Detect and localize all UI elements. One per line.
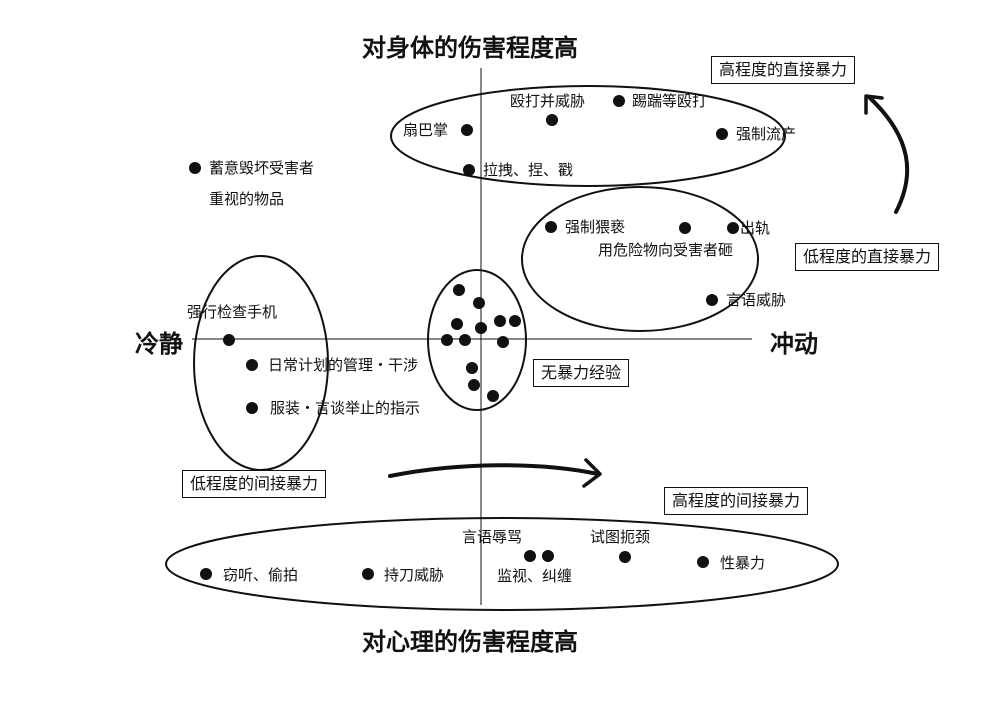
label-verbal-threat: 言语威胁 bbox=[726, 291, 787, 309]
curved-arrow-right bbox=[388, 463, 600, 478]
point-destroy bbox=[189, 162, 201, 174]
low-direct-ellipse bbox=[521, 186, 759, 332]
high-direct-ellipse bbox=[390, 85, 786, 187]
label-sexual: 性暴力 bbox=[720, 554, 766, 572]
curved-arrow-right-head bbox=[582, 458, 602, 488]
point-forced-abortion bbox=[716, 128, 728, 140]
point-cluster bbox=[473, 297, 485, 309]
curved-arrow-up bbox=[868, 96, 910, 214]
category-high-indirect: 高程度的间接暴力 bbox=[664, 487, 809, 515]
axis-right-label: 冲动 bbox=[770, 329, 818, 358]
point-indecent bbox=[545, 221, 557, 233]
point-cluster bbox=[466, 362, 478, 374]
label-surveil: 监视、纠缠 bbox=[497, 567, 573, 585]
point-throw bbox=[679, 222, 691, 234]
point-cluster bbox=[468, 379, 480, 391]
label-destroy-line2: 重视的物品 bbox=[209, 190, 285, 208]
point-cluster bbox=[497, 336, 509, 348]
label-slap: 扇巴掌 bbox=[403, 121, 449, 139]
point-verbal-abuse bbox=[524, 550, 536, 562]
curved-arrow-up-head bbox=[864, 94, 884, 115]
label-clothing: 服装・言谈举止的指示 bbox=[270, 399, 421, 417]
point-cluster bbox=[459, 334, 471, 346]
label-verbal-abuse: 言语辱骂 bbox=[462, 528, 523, 546]
point-cluster bbox=[494, 315, 506, 327]
label-throw: 用危险物向受害者砸 bbox=[598, 241, 734, 259]
label-destroy-line1: 蓄意毁坏受害者 bbox=[209, 159, 315, 177]
label-knife: 持刀威胁 bbox=[384, 566, 445, 584]
point-daily-plan bbox=[246, 359, 258, 371]
point-sexual bbox=[697, 556, 709, 568]
no-violence-ellipse bbox=[427, 269, 527, 411]
point-eavesdrop bbox=[200, 568, 212, 580]
label-eavesdrop: 窃听、偷拍 bbox=[223, 566, 299, 584]
point-beat-threaten bbox=[546, 114, 558, 126]
label-check-phone: 强行检查手机 bbox=[187, 303, 278, 321]
high-indirect-ellipse bbox=[165, 517, 839, 611]
point-affair bbox=[727, 222, 739, 234]
label-beat-threaten: 殴打并威胁 bbox=[510, 92, 586, 110]
label-indecent: 强制猥亵 bbox=[565, 218, 626, 236]
point-strangle bbox=[619, 551, 631, 563]
category-high-direct: 高程度的直接暴力 bbox=[711, 56, 856, 84]
point-cluster bbox=[441, 334, 453, 346]
point-pull-pinch bbox=[463, 164, 475, 176]
axis-top-label: 对身体的伤害程度高 bbox=[362, 33, 578, 62]
category-low-indirect: 低程度的间接暴力 bbox=[182, 470, 327, 498]
point-verbal-threat bbox=[706, 294, 718, 306]
axis-bottom-label: 对心理的伤害程度高 bbox=[362, 627, 578, 656]
point-clothing bbox=[246, 402, 258, 414]
point-cluster bbox=[451, 318, 463, 330]
point-cluster bbox=[475, 322, 487, 334]
axis-left-label: 冷静 bbox=[135, 329, 183, 358]
point-cluster bbox=[487, 390, 499, 402]
category-no-violence: 无暴力经验 bbox=[533, 359, 630, 387]
point-cluster bbox=[509, 315, 521, 327]
point-cluster bbox=[453, 284, 465, 296]
point-kick bbox=[613, 95, 625, 107]
category-low-direct: 低程度的直接暴力 bbox=[795, 243, 940, 271]
point-slap bbox=[461, 124, 473, 136]
label-strangle: 试图扼颈 bbox=[590, 528, 651, 546]
label-pull-pinch: 拉拽、捏、戳 bbox=[483, 161, 574, 179]
label-affair: 出轨 bbox=[740, 219, 771, 237]
label-kick: 踢踹等殴打 bbox=[632, 92, 708, 110]
point-surveil bbox=[542, 550, 554, 562]
point-check-phone bbox=[223, 334, 235, 346]
label-forced-abortion: 强制流产 bbox=[736, 125, 797, 143]
point-knife bbox=[362, 568, 374, 580]
label-daily-plan: 日常计划的管理・干涉 bbox=[268, 356, 419, 374]
